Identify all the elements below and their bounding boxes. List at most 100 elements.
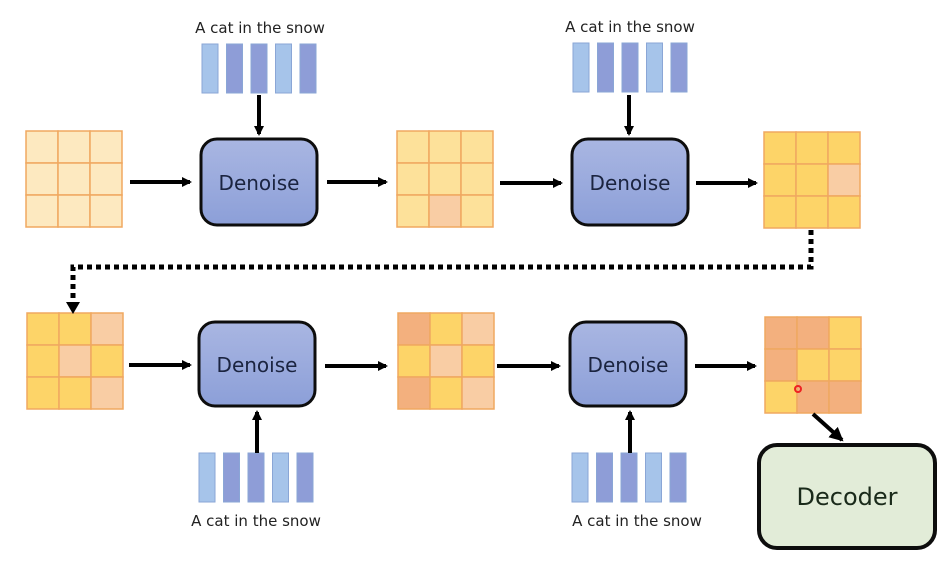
latent-cell-yellow bbox=[26, 312, 60, 346]
latent-cell-pale bbox=[25, 130, 59, 164]
latent-cell-yellow bbox=[429, 312, 463, 346]
denoise-box-3: Denoise bbox=[197, 320, 317, 408]
latent-cell-peach bbox=[58, 344, 92, 378]
prompt-text-3: A cat in the snow bbox=[191, 512, 321, 530]
latent-grid-final bbox=[764, 316, 862, 414]
latent-cell-light bbox=[396, 162, 430, 196]
decoder-box: Decoder bbox=[757, 443, 937, 550]
token-embedding-bar bbox=[597, 42, 614, 93]
latent-cell-pale bbox=[89, 162, 123, 196]
latent-cell-pale bbox=[25, 194, 59, 228]
token-embedding-bar bbox=[571, 452, 589, 503]
latent-cell-yellow bbox=[795, 131, 829, 165]
token-embedding-bar bbox=[620, 452, 638, 503]
latent-cell-pale bbox=[89, 194, 123, 228]
latent-grid-step-2 bbox=[763, 131, 861, 229]
latent-cell-yellow bbox=[764, 380, 798, 414]
token-embedding-bar bbox=[272, 452, 289, 503]
latent-cell-orange bbox=[764, 316, 798, 350]
latent-cell-orange bbox=[796, 380, 830, 414]
latent-cell-yellow bbox=[763, 195, 797, 229]
latent-cell-pale bbox=[57, 162, 91, 196]
latent-cell-yellow bbox=[795, 195, 829, 229]
denoise-label: Denoise bbox=[590, 171, 671, 195]
latent-cell-peach bbox=[461, 312, 495, 346]
latent-cell-yellow bbox=[763, 163, 797, 197]
latent-cell-yellow bbox=[828, 316, 862, 350]
dotted-connector-arrowhead bbox=[66, 302, 80, 314]
latent-cell-yellow bbox=[827, 131, 861, 165]
denoise-box-4: Denoise bbox=[568, 320, 688, 408]
latent-cell-yellow bbox=[796, 348, 830, 382]
latent-cell-peach bbox=[428, 194, 462, 228]
token-embedding-bar bbox=[670, 42, 688, 93]
denoise-label: Denoise bbox=[217, 353, 298, 377]
latent-cell-light bbox=[460, 130, 494, 164]
latent-cell-yellow bbox=[26, 344, 60, 378]
latent-cell-pale bbox=[25, 162, 59, 196]
token-embedding-bar bbox=[198, 452, 216, 503]
dotted-loop-connector bbox=[70, 230, 814, 304]
prompt-text-1: A cat in the snow bbox=[195, 19, 325, 37]
denoise-label: Denoise bbox=[219, 171, 300, 195]
cursor-marker-icon bbox=[794, 385, 802, 393]
prompt-text-2: A cat in the snow bbox=[565, 18, 695, 36]
latent-cell-yellow bbox=[763, 131, 797, 165]
token-embedding-bar bbox=[299, 43, 317, 94]
latent-cell-light bbox=[428, 162, 462, 196]
token-embedding-bar bbox=[275, 43, 292, 94]
latent-cell-orange bbox=[764, 348, 798, 382]
token-embedding-bar bbox=[247, 452, 265, 503]
token-embedding-bar bbox=[250, 43, 268, 94]
latent-cell-orange bbox=[828, 380, 862, 414]
latent-cell-yellow bbox=[90, 344, 124, 378]
token-embedding-bar bbox=[621, 42, 639, 93]
latent-cell-peach bbox=[429, 344, 463, 378]
token-embedding-bar bbox=[223, 452, 240, 503]
latent-cell-orange bbox=[397, 376, 431, 410]
latent-grid-step-2-continued bbox=[26, 312, 124, 410]
latent-grid-step-3 bbox=[397, 312, 495, 410]
token-embedding-bar bbox=[226, 43, 243, 94]
token-embedding-bar bbox=[645, 452, 662, 503]
latent-cell-peach bbox=[90, 312, 124, 346]
token-embedding-bar bbox=[201, 43, 219, 94]
token-embedding-bar bbox=[669, 452, 687, 503]
latent-grid-noise bbox=[25, 130, 123, 228]
token-embedding-bar bbox=[296, 452, 314, 503]
arrow-latent-to-decoder bbox=[811, 412, 844, 442]
latent-cell-yellow bbox=[795, 163, 829, 197]
prompt-tokens-1 bbox=[201, 43, 317, 94]
latent-cell-light bbox=[428, 130, 462, 164]
latent-cell-pale bbox=[57, 194, 91, 228]
token-embedding-bar bbox=[646, 42, 663, 93]
token-embedding-bar bbox=[572, 42, 590, 93]
latent-cell-yellow bbox=[58, 376, 92, 410]
decoder-label: Decoder bbox=[797, 483, 898, 511]
latent-cell-light bbox=[396, 194, 430, 228]
latent-cell-orange bbox=[397, 312, 431, 346]
latent-cell-yellow bbox=[461, 344, 495, 378]
prompt-tokens-4 bbox=[571, 452, 687, 503]
latent-cell-peach bbox=[827, 163, 861, 197]
latent-cell-light bbox=[396, 130, 430, 164]
prompt-tokens-2 bbox=[572, 42, 688, 93]
latent-cell-yellow bbox=[828, 348, 862, 382]
latent-cell-yellow bbox=[429, 376, 463, 410]
latent-cell-peach bbox=[90, 376, 124, 410]
denoise-label: Denoise bbox=[588, 353, 669, 377]
prompt-text-4: A cat in the snow bbox=[572, 512, 702, 530]
latent-cell-light bbox=[460, 162, 494, 196]
latent-cell-orange bbox=[796, 316, 830, 350]
prompt-tokens-3 bbox=[198, 452, 314, 503]
denoise-box-1: Denoise bbox=[199, 137, 319, 227]
latent-grid-step-1 bbox=[396, 130, 494, 228]
latent-cell-pale bbox=[89, 130, 123, 164]
latent-cell-yellow bbox=[827, 195, 861, 229]
denoise-box-2: Denoise bbox=[570, 137, 690, 227]
latent-cell-yellow bbox=[58, 312, 92, 346]
token-embedding-bar bbox=[596, 452, 613, 503]
latent-cell-peach bbox=[461, 376, 495, 410]
latent-cell-yellow bbox=[26, 376, 60, 410]
